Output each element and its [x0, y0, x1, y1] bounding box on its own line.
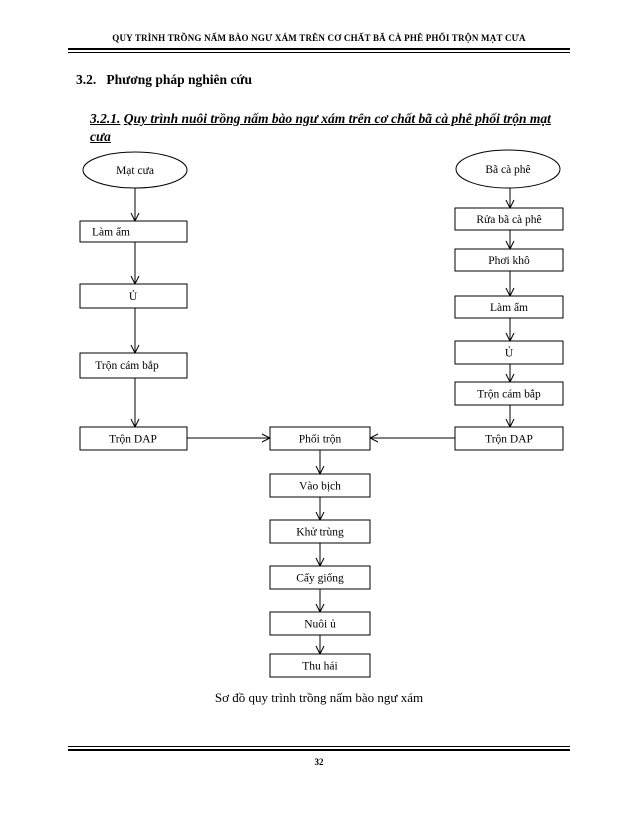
center-step-3-label: Khử trùng	[296, 527, 344, 539]
left-step-1-label: Làm ẩm	[92, 226, 130, 239]
right-step-2-label: Phơi khô	[488, 255, 530, 267]
header-rule-thin	[68, 52, 570, 53]
right-start-node: Bã cà phê	[455, 149, 561, 189]
center-step-4-node: Cấy giống	[269, 565, 371, 590]
left-step-3-label: Trộn cám bắp	[95, 359, 159, 372]
left-step-2-node: Ủ	[79, 283, 188, 309]
center-step-3-node: Khử trùng	[269, 519, 371, 544]
center-step-2-node: Vào bịch	[269, 473, 371, 498]
center-step-2-label: Vào bịch	[299, 481, 341, 493]
subsection-number: 3.2.1.	[90, 111, 121, 126]
left-step-2-label: Ủ	[129, 289, 138, 303]
center-step-6-label: Thu hái	[302, 661, 337, 673]
subsection-title: Quy trình nuôi trồng nấm bào ngư xám trê…	[90, 111, 551, 144]
left-start-node: Mạt cưa	[82, 151, 188, 189]
right-step-4-label: Ủ	[505, 346, 514, 360]
center-step-4-label: Cấy giống	[296, 572, 344, 585]
right-step-4-node: Ủ	[454, 340, 564, 365]
footer-rule-thin	[68, 746, 570, 747]
right-step-3-node: Làm ẩm	[454, 295, 564, 319]
right-step-5-label: Trộn cám bắp	[477, 388, 541, 401]
center-step-5-label: Nuôi ủ	[304, 619, 336, 631]
figure-caption: Sơ đồ quy trình trồng nấm bào ngư xám	[214, 690, 424, 705]
section-title: Phương pháp nghiên cứu	[106, 72, 252, 87]
right-step-1-label: Rửa bã cà phê	[476, 214, 541, 226]
header-rule-thick	[68, 48, 570, 50]
right-step-6-label: Trộn DAP	[485, 434, 533, 446]
right-step-5-node: Trộn cám bắp	[454, 381, 564, 406]
center-step-1-label: Phối trộn	[299, 433, 342, 446]
right-step-2-node: Phơi khô	[454, 248, 564, 272]
running-header: QUY TRÌNH TRỒNG NẤM BÀO NGƯ XÁM TRÊN CƠ …	[112, 33, 526, 43]
footer-rule-thick	[68, 749, 570, 751]
left-start-label: Mạt cưa	[116, 165, 154, 177]
right-step-3-label: Làm ẩm	[490, 301, 528, 314]
left-step-4-label: Trộn DAP	[109, 434, 157, 446]
left-step-4-node: Trộn DAP	[79, 426, 188, 451]
left-step-1-node: Làm ẩm	[79, 220, 188, 243]
right-step-6-node: Trộn DAP	[454, 426, 564, 451]
center-step-1-node: Phối trộn	[269, 426, 371, 451]
right-start-label: Bã cà phê	[485, 164, 530, 176]
left-step-3-node: Trộn cám bắp	[79, 352, 188, 379]
subsection-heading: 3.2.1. Quy trình nuôi trồng nấm bào ngư …	[90, 110, 570, 146]
section-heading: 3.2. Phương pháp nghiên cứu	[76, 72, 252, 88]
page-number: 32	[314, 757, 324, 767]
center-step-6-node: Thu hái	[269, 653, 371, 678]
section-number: 3.2.	[76, 72, 97, 87]
right-step-1-node: Rửa bã cà phê	[454, 207, 564, 231]
center-step-5-node: Nuôi ủ	[269, 611, 371, 636]
